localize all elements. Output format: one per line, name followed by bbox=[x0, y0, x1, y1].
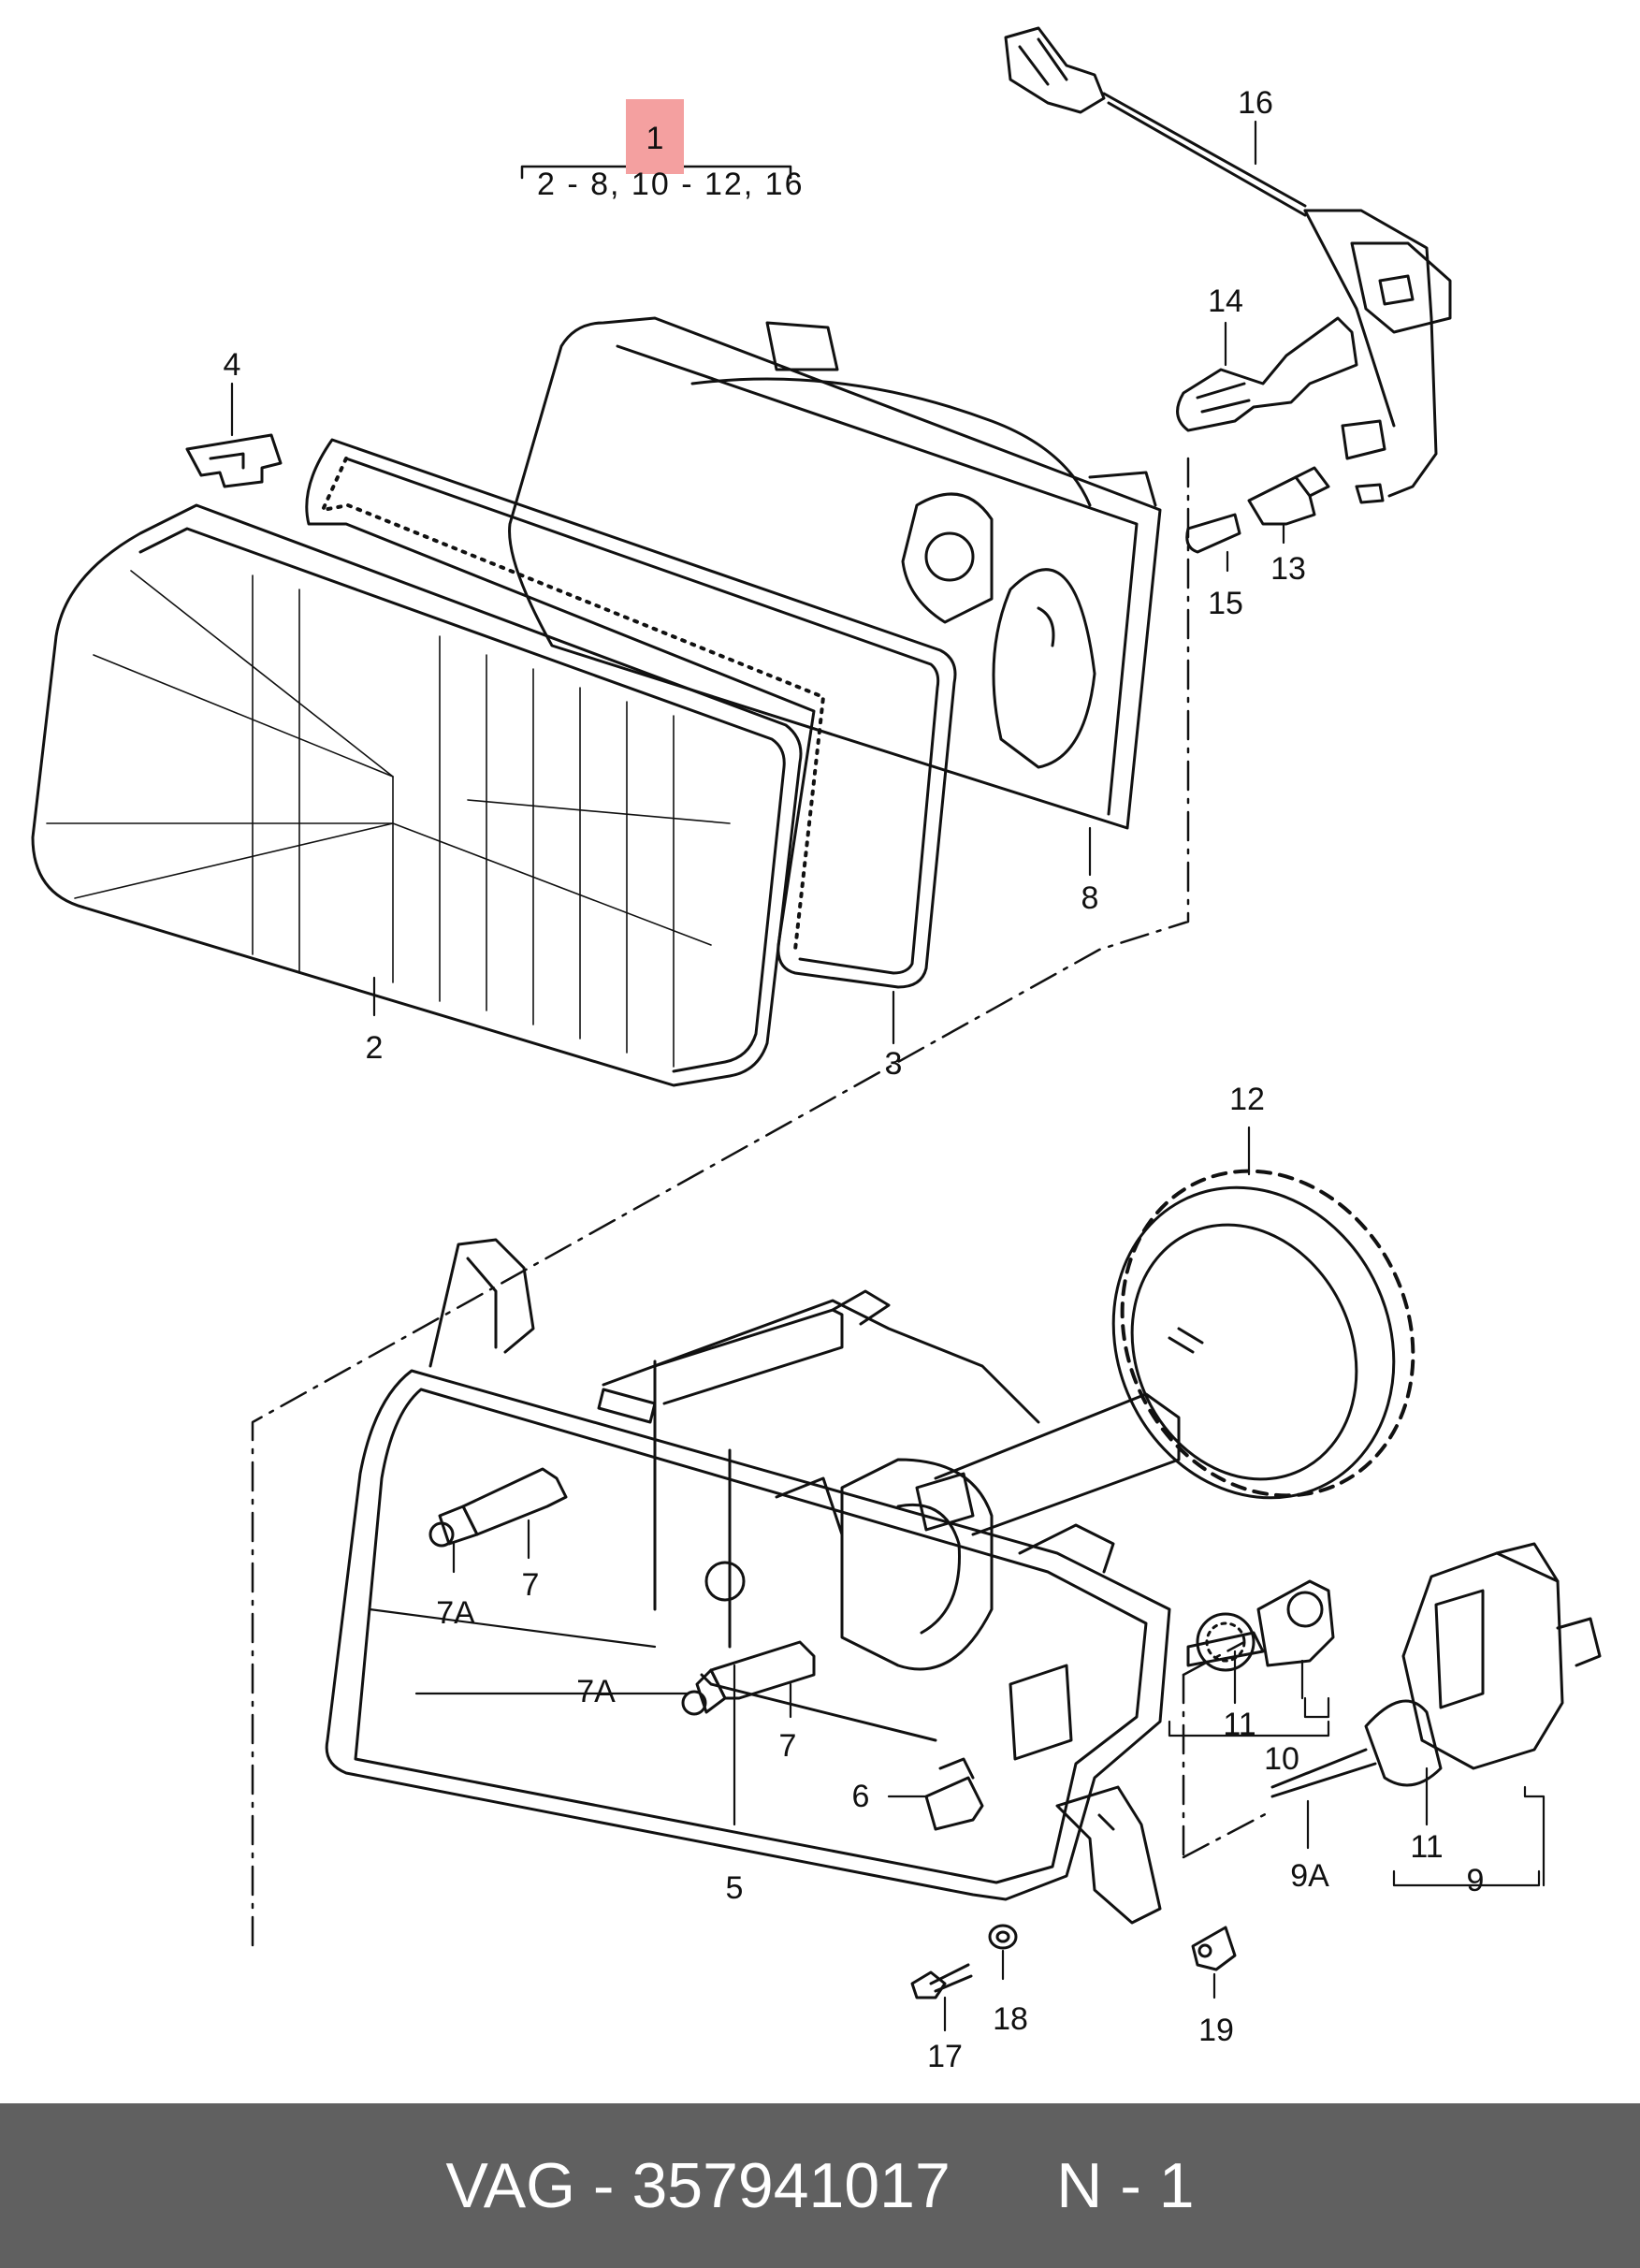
part-number: 357941017 bbox=[631, 2150, 951, 2221]
callout-label: 12 bbox=[1229, 1082, 1265, 1117]
callout-label: 7A bbox=[576, 1674, 616, 1709]
callout-label: 13 bbox=[1270, 551, 1306, 587]
callout-label: 9A bbox=[1290, 1858, 1329, 1894]
callout-label: 10 bbox=[1264, 1741, 1299, 1777]
assembly-boundary-line bbox=[251, 457, 1274, 1948]
range-adjuster-screw bbox=[1186, 1579, 1335, 1672]
wiring-harness bbox=[1004, 26, 1452, 504]
small-bulb bbox=[1185, 513, 1241, 554]
callout-label: 7A bbox=[436, 1595, 475, 1631]
callout-label: 9 bbox=[1466, 1863, 1485, 1898]
callout-label: 19 bbox=[1198, 2013, 1234, 2048]
highlight-marker bbox=[626, 99, 684, 174]
bulb-holder-lower bbox=[681, 1640, 816, 1716]
brand-label: VAG bbox=[445, 2150, 576, 2221]
adjusting-ring bbox=[1111, 1169, 1415, 1500]
callout-label: 7 bbox=[778, 1728, 797, 1764]
screw bbox=[910, 1963, 973, 1999]
callout-label: 6 bbox=[851, 1779, 870, 1814]
headlamp-housing bbox=[325, 1238, 1181, 1925]
reflector bbox=[508, 316, 1162, 830]
washer bbox=[988, 1924, 1018, 1950]
grommet bbox=[1191, 1926, 1237, 1971]
separator: - bbox=[575, 2150, 632, 2221]
group-includes-label: 2 - 8, 10 - 12, 16 bbox=[537, 167, 805, 202]
adjuster-lamp bbox=[924, 1757, 984, 1831]
range-control-motor bbox=[1270, 1542, 1602, 1798]
callout-label: 4 bbox=[223, 347, 241, 383]
callout-label: 5 bbox=[725, 1870, 744, 1906]
bulb-holder-upper bbox=[428, 1467, 568, 1548]
callout-label: 17 bbox=[927, 2039, 963, 2074]
callout-label: 14 bbox=[1208, 284, 1243, 319]
callout-label: 2 bbox=[365, 1030, 384, 1066]
callout-1: 1 bbox=[646, 121, 664, 156]
gap bbox=[951, 2149, 1056, 2222]
parking-bulb-holder bbox=[1247, 466, 1330, 526]
callout-label: 15 bbox=[1208, 586, 1243, 621]
callout-label: 11 bbox=[1410, 1829, 1444, 1865]
headlamp-lens bbox=[31, 503, 803, 1087]
page-label: N - 1 bbox=[1056, 2150, 1195, 2221]
callout-leaders bbox=[230, 120, 1546, 2032]
callout-label: 8 bbox=[1081, 880, 1099, 916]
part-number-footer: VAG - 357941017 N - 1 bbox=[0, 2103, 1640, 2268]
callout-label: 11 bbox=[1223, 1707, 1256, 1742]
lens-gasket bbox=[305, 438, 957, 989]
callout-label: 3 bbox=[884, 1046, 903, 1082]
callout-label: 18 bbox=[993, 2001, 1028, 2037]
retaining-clip bbox=[185, 433, 283, 488]
main-bulb bbox=[1176, 316, 1358, 432]
exploded-headlamp-diagram bbox=[31, 26, 1602, 2032]
callout-label: 7 bbox=[521, 1567, 540, 1603]
callout-label: 16 bbox=[1238, 85, 1273, 121]
